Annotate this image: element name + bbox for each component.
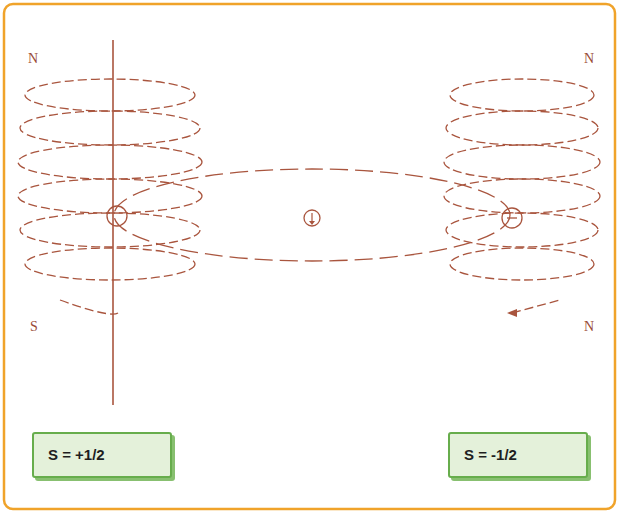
pole-label: N <box>584 320 594 334</box>
spin-value: S = +1/2 <box>48 446 156 464</box>
pole-label: N <box>584 52 594 66</box>
right-coil <box>444 79 600 313</box>
electron <box>502 208 522 228</box>
orbit <box>114 169 510 261</box>
frame <box>4 4 615 509</box>
down-arrow <box>309 221 315 225</box>
electron <box>107 206 127 226</box>
minus-sign <box>507 217 517 218</box>
spin-box: S = -1/2 <box>448 432 588 478</box>
arrow-head <box>507 309 517 317</box>
pole-label: N <box>28 52 38 66</box>
spin-box: S = +1/2 <box>32 432 172 478</box>
pole-label: S <box>30 320 38 334</box>
nucleus <box>304 210 320 226</box>
spin-value: S = -1/2 <box>464 446 572 464</box>
down-arrow <box>311 213 312 222</box>
left-coil <box>18 79 202 314</box>
spin-axis <box>112 40 114 405</box>
